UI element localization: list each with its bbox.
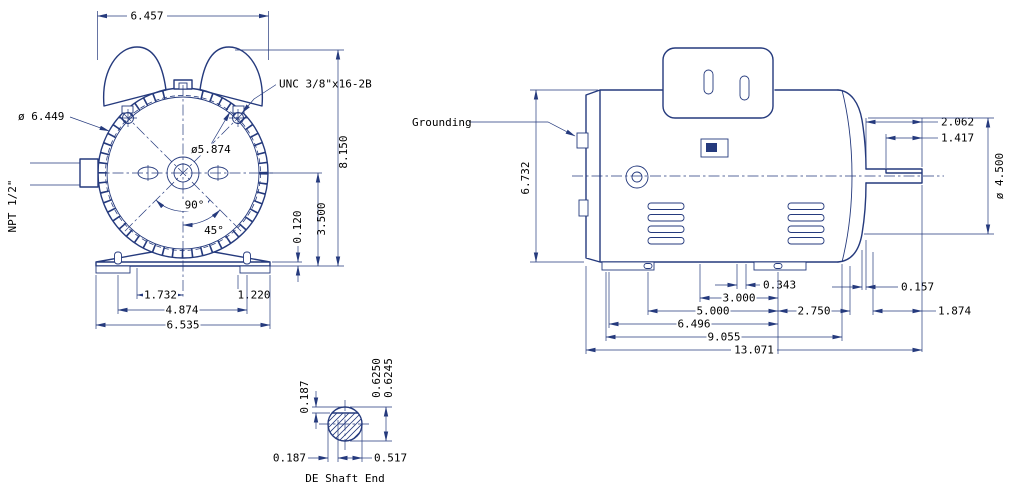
dim-text-shaft-length: 1.874 [938,305,971,318]
dim-text-rear-overhang: 2.750 [797,305,830,318]
lifting-lug-right [199,46,264,107]
dim-frame-length-a: 6.496 [608,272,779,331]
dim-bell-diameter: ø 4.500 [864,117,1006,235]
shaft-end-detail: 0.187 0.6250 0.6245 0.187 0.517 DE Shaft… [273,358,407,485]
foot-pad-right [239,265,271,274]
dim-text-shoulder-gap: 0.157 [901,281,934,294]
base-slot-left [114,251,122,265]
vent-slots-right [787,202,825,245]
detail-center-lines [319,400,371,450]
dim-text-key-width: 0.187 [273,452,306,465]
conduit-box-slot-2 [739,75,750,101]
callout-bolt-circle: ø5.874 [189,111,237,156]
dim-text-frame-length-a: 6.496 [677,318,710,331]
grounding-lug [576,132,589,149]
dim-hole-spacing-b: 5.000 [647,272,779,318]
dim-text-angle-45: 45° [204,224,224,237]
dim-hole-spacing-a: 3.000 [699,264,779,305]
dim-text-hole-spacing-a: 3.000 [722,292,755,305]
dim-shaft-extension: 2.062 [865,116,974,167]
dim-text-foot-edge-offset: 1.220 [237,289,270,302]
dim-text-top-width: 6.457 [130,10,163,23]
label-grounding: Grounding [412,116,472,129]
shaft-hatch [328,413,362,441]
dim-text-frame-length-b: 9.055 [707,331,740,344]
dim-text-bolt-circle: ø5.874 [191,143,231,156]
dim-text-foot-hole-spacing: 4.874 [165,304,198,317]
side-foot-left [601,261,655,271]
dim-text-foot-slot-offset: 0.343 [763,279,796,292]
dim-shoulder-gap: 0.157 [832,240,934,294]
callout-npt: NPT 1/2" [6,162,80,233]
dim-text-thread: UNC 3/8"x16-2B [279,78,372,91]
dim-text-base-pad: 0.120 [291,210,304,243]
conduit-box [662,47,774,119]
dim-frame-length-b: 9.055 [605,264,843,344]
dim-key-depth: 0.187 [298,380,343,429]
dim-base-width: 6.535 [95,275,271,332]
dim-key-width: 0.187 [273,420,339,465]
dim-top-width: 6.457 [97,10,269,60]
drain-plug-inner [631,171,643,183]
frame-outline [585,89,839,263]
dim-text-center-height: 3.500 [315,202,328,235]
dim-text-hole-spacing-b: 5.000 [696,305,729,318]
foot-pad-left [95,265,131,274]
detail-title: DE Shaft End [305,472,384,485]
dim-text-bell-diameter: ø 4.500 [993,153,1006,199]
dim-text-foot-offset: 1.732 [144,289,177,302]
dim-text-overall-height: 8.150 [337,135,350,168]
side-foot-slot-left [643,263,653,269]
dim-angle-90: 90° [155,199,211,212]
dim-flat-height: 0.517 [337,427,407,465]
dim-foot-hole-spacing: 4.874 [117,275,248,317]
dim-overall-height: 8.150 [235,49,350,267]
dim-foot-slot-offset: 0.343 [715,264,796,292]
dim-text-body-height: 6.732 [519,161,532,194]
front-view: 6.457 UNC 3/8"x16-2B ø 6.449 ø5.874 8.15… [6,10,378,332]
dim-text-outer-diameter: ø 6.449 [18,110,64,123]
side-view: Grounding 6.732 2.062 1.417 ø 4.500 [412,47,1006,357]
diagonal-center-lines [122,112,244,234]
lifting-lug-left [102,46,167,107]
vent-slots-left [647,202,685,245]
callout-grounding: Grounding [412,116,576,137]
base-slot-right [243,251,251,265]
dim-text-key-depth: 0.187 [298,380,311,413]
dim-rear-overhang: 2.750 [777,266,851,318]
dim-body-height: 6.732 [519,89,598,263]
lower-tab [578,199,589,217]
dim-text-diameter-max: 0.6250 [370,358,383,398]
dim-overall-length: 13.071 [585,266,923,357]
dim-text-shaft-extension: 2.062 [941,116,974,129]
dim-base-pad: 0.120 [272,210,304,282]
side-foot-slot-right [773,263,783,269]
drain-plug-outer [625,165,649,189]
dim-shaft-usable: 1.417 [885,132,974,168]
dim-text-flat-height: 0.517 [374,452,407,465]
dim-text-npt: NPT 1/2" [6,180,19,233]
dim-shaft-length: 1.874 [872,185,971,352]
dim-text-base-width: 6.535 [166,319,199,332]
dim-center-height: 3.500 [270,172,328,267]
nameplate-logo [706,143,717,152]
dim-foot-offset: 1.732 [136,268,184,302]
output-shaft [865,168,923,184]
dim-shaft-diameter: 0.6250 0.6245 [350,358,395,442]
callout-outer-diameter: ø 6.449 [18,110,110,132]
callout-thread: UNC 3/8"x16-2B [241,77,378,114]
dim-foot-edge-offset: 1.220 [236,275,272,302]
dim-text-overall-length: 13.071 [734,344,774,357]
conduit-boss [79,158,99,188]
conduit-box-slot-1 [703,69,714,95]
motor-base [95,251,271,274]
dim-text-shaft-usable: 1.417 [941,132,974,145]
dim-text-diameter-min: 0.6245 [382,358,395,398]
dim-text-angle-90: 90° [185,199,205,212]
dim-angle-45: 45° [182,209,224,237]
